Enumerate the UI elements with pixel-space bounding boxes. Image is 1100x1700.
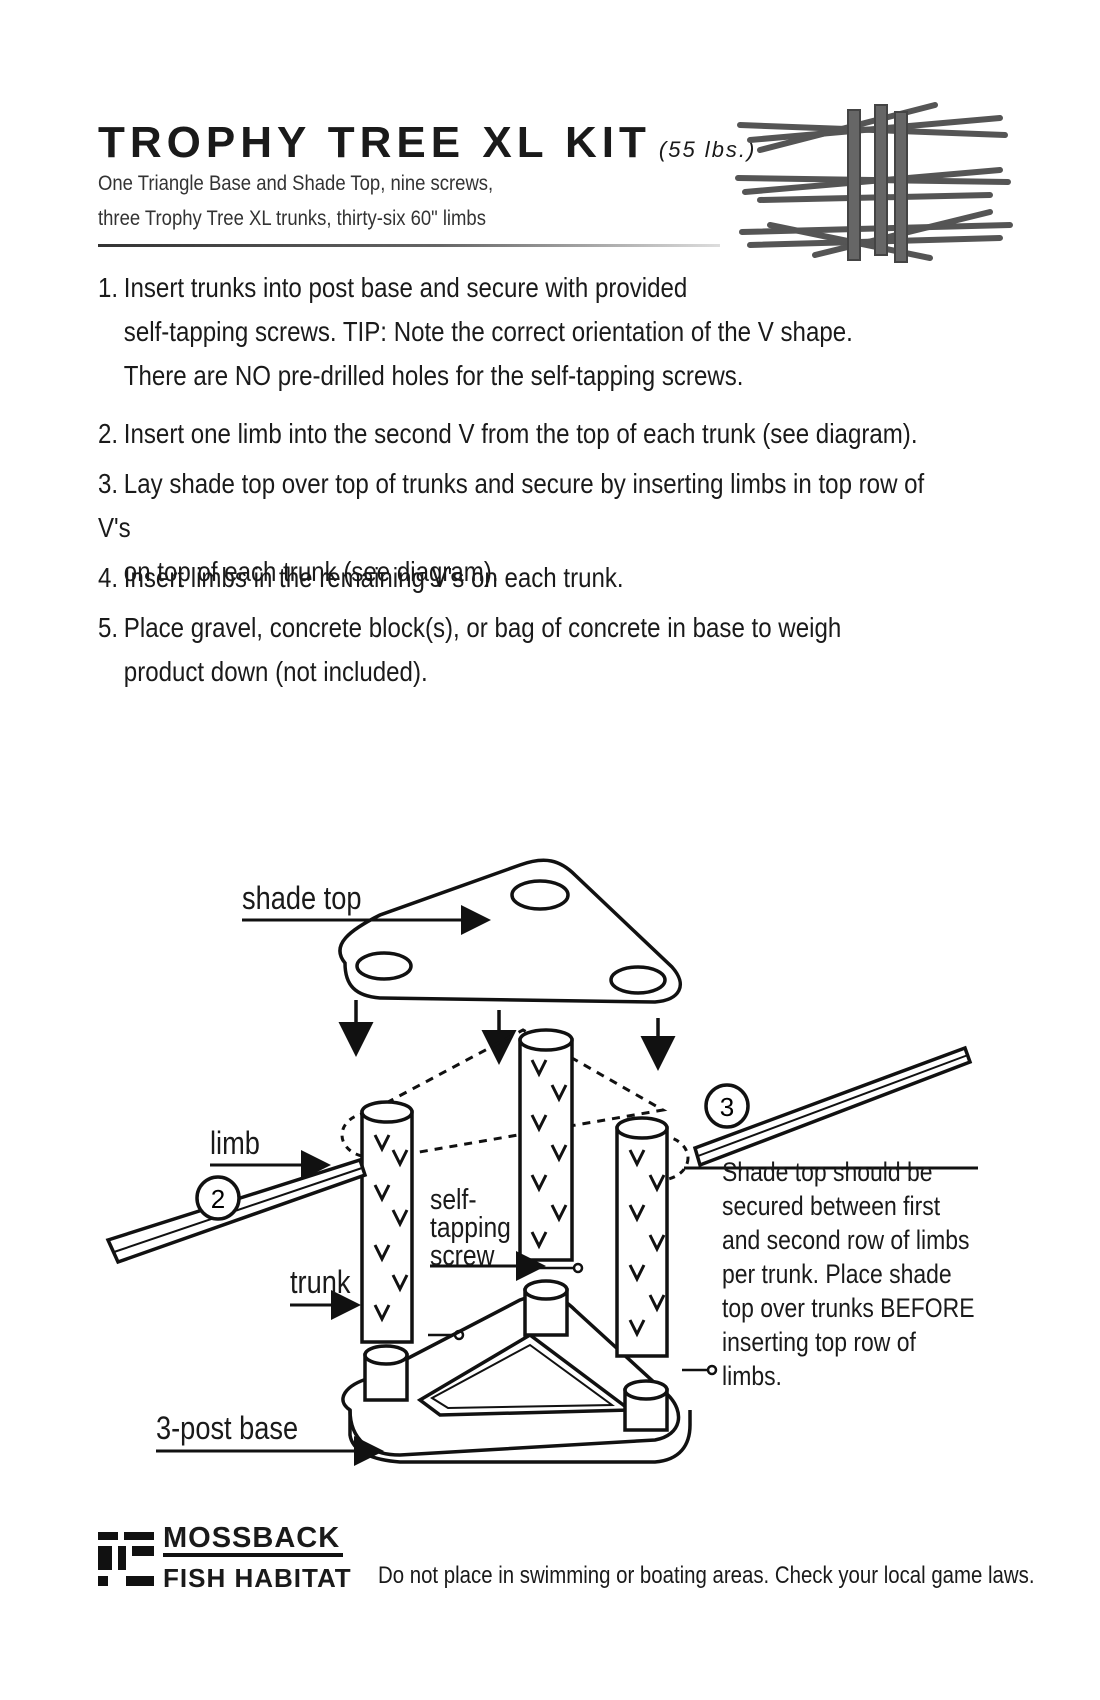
shade-top-note: Shade top should be secured between firs…	[722, 1157, 975, 1391]
subtitle-line-1: One Triangle Base and Shade Top, nine sc…	[98, 172, 494, 195]
kit-weight: (55 lbs.)	[658, 137, 757, 162]
subtitle-line-2: three Trophy Tree XL trunks, thirty-six …	[98, 207, 486, 230]
callout-3: 3	[720, 1092, 734, 1122]
brand-name: MOSSBACK	[163, 1522, 341, 1554]
page-title: TROPHY TREE XL KIT(55 lbs.)	[98, 118, 757, 167]
trunk-left	[360, 1110, 414, 1344]
label-self-tapping-screw: self- tapping screw	[430, 1184, 511, 1272]
label-trunk: trunk	[290, 1264, 351, 1300]
step-2: 2.Insert one limb into the second V from…	[98, 418, 918, 449]
label-shade-top: shade top	[242, 880, 362, 916]
safety-disclaimer: Do not place in swimming or boating area…	[378, 1562, 1035, 1589]
header-rule	[98, 244, 720, 247]
step-4: 4.Insert limbs in the remaining V's on e…	[98, 562, 624, 593]
label-limb: limb	[210, 1125, 260, 1161]
callout-2: 2	[211, 1184, 225, 1214]
shade-top-plate	[338, 858, 682, 1004]
step-3: 3.Lay shade top over top of trunks and s…	[98, 468, 925, 587]
brand-tagline: FISH HABITAT	[163, 1563, 352, 1593]
step-1: 1.Insert trunks into post base and secur…	[98, 272, 853, 391]
label-3-post-base: 3-post base	[156, 1410, 299, 1446]
trunk-right	[615, 1126, 669, 1358]
step-5: 5.Place gravel, concrete block(s), or ba…	[98, 612, 842, 687]
